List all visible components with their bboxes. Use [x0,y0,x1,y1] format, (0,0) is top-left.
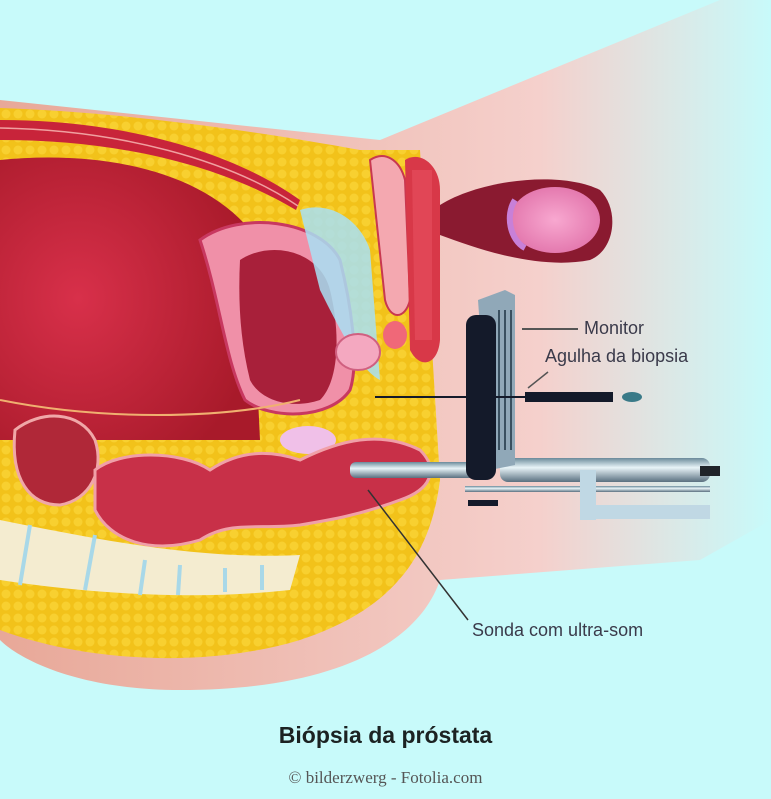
seminal-vesicle [280,426,336,454]
colon-loop [12,414,100,507]
ultrasound-probe [350,458,720,520]
rectum [93,437,432,548]
image-credit: © bilderzwerg - Fotolia.com [288,768,483,787]
figure-title: Biópsia da próstata [278,722,493,748]
label-biopsy-needle: Agulha da biopsia [545,346,689,366]
probe-leader-line [367,489,469,621]
prostate [335,333,381,371]
biopsy-needle [375,392,642,402]
abdominal-muscle [0,120,300,210]
monitor-device [466,290,515,480]
testicle [510,187,600,253]
label-ultrasound-probe: Sonda com ultra-som [472,620,644,640]
abdominal-cavity [0,157,260,440]
label-monitor: Monitor [584,318,645,338]
needle-leader-line [527,371,549,389]
